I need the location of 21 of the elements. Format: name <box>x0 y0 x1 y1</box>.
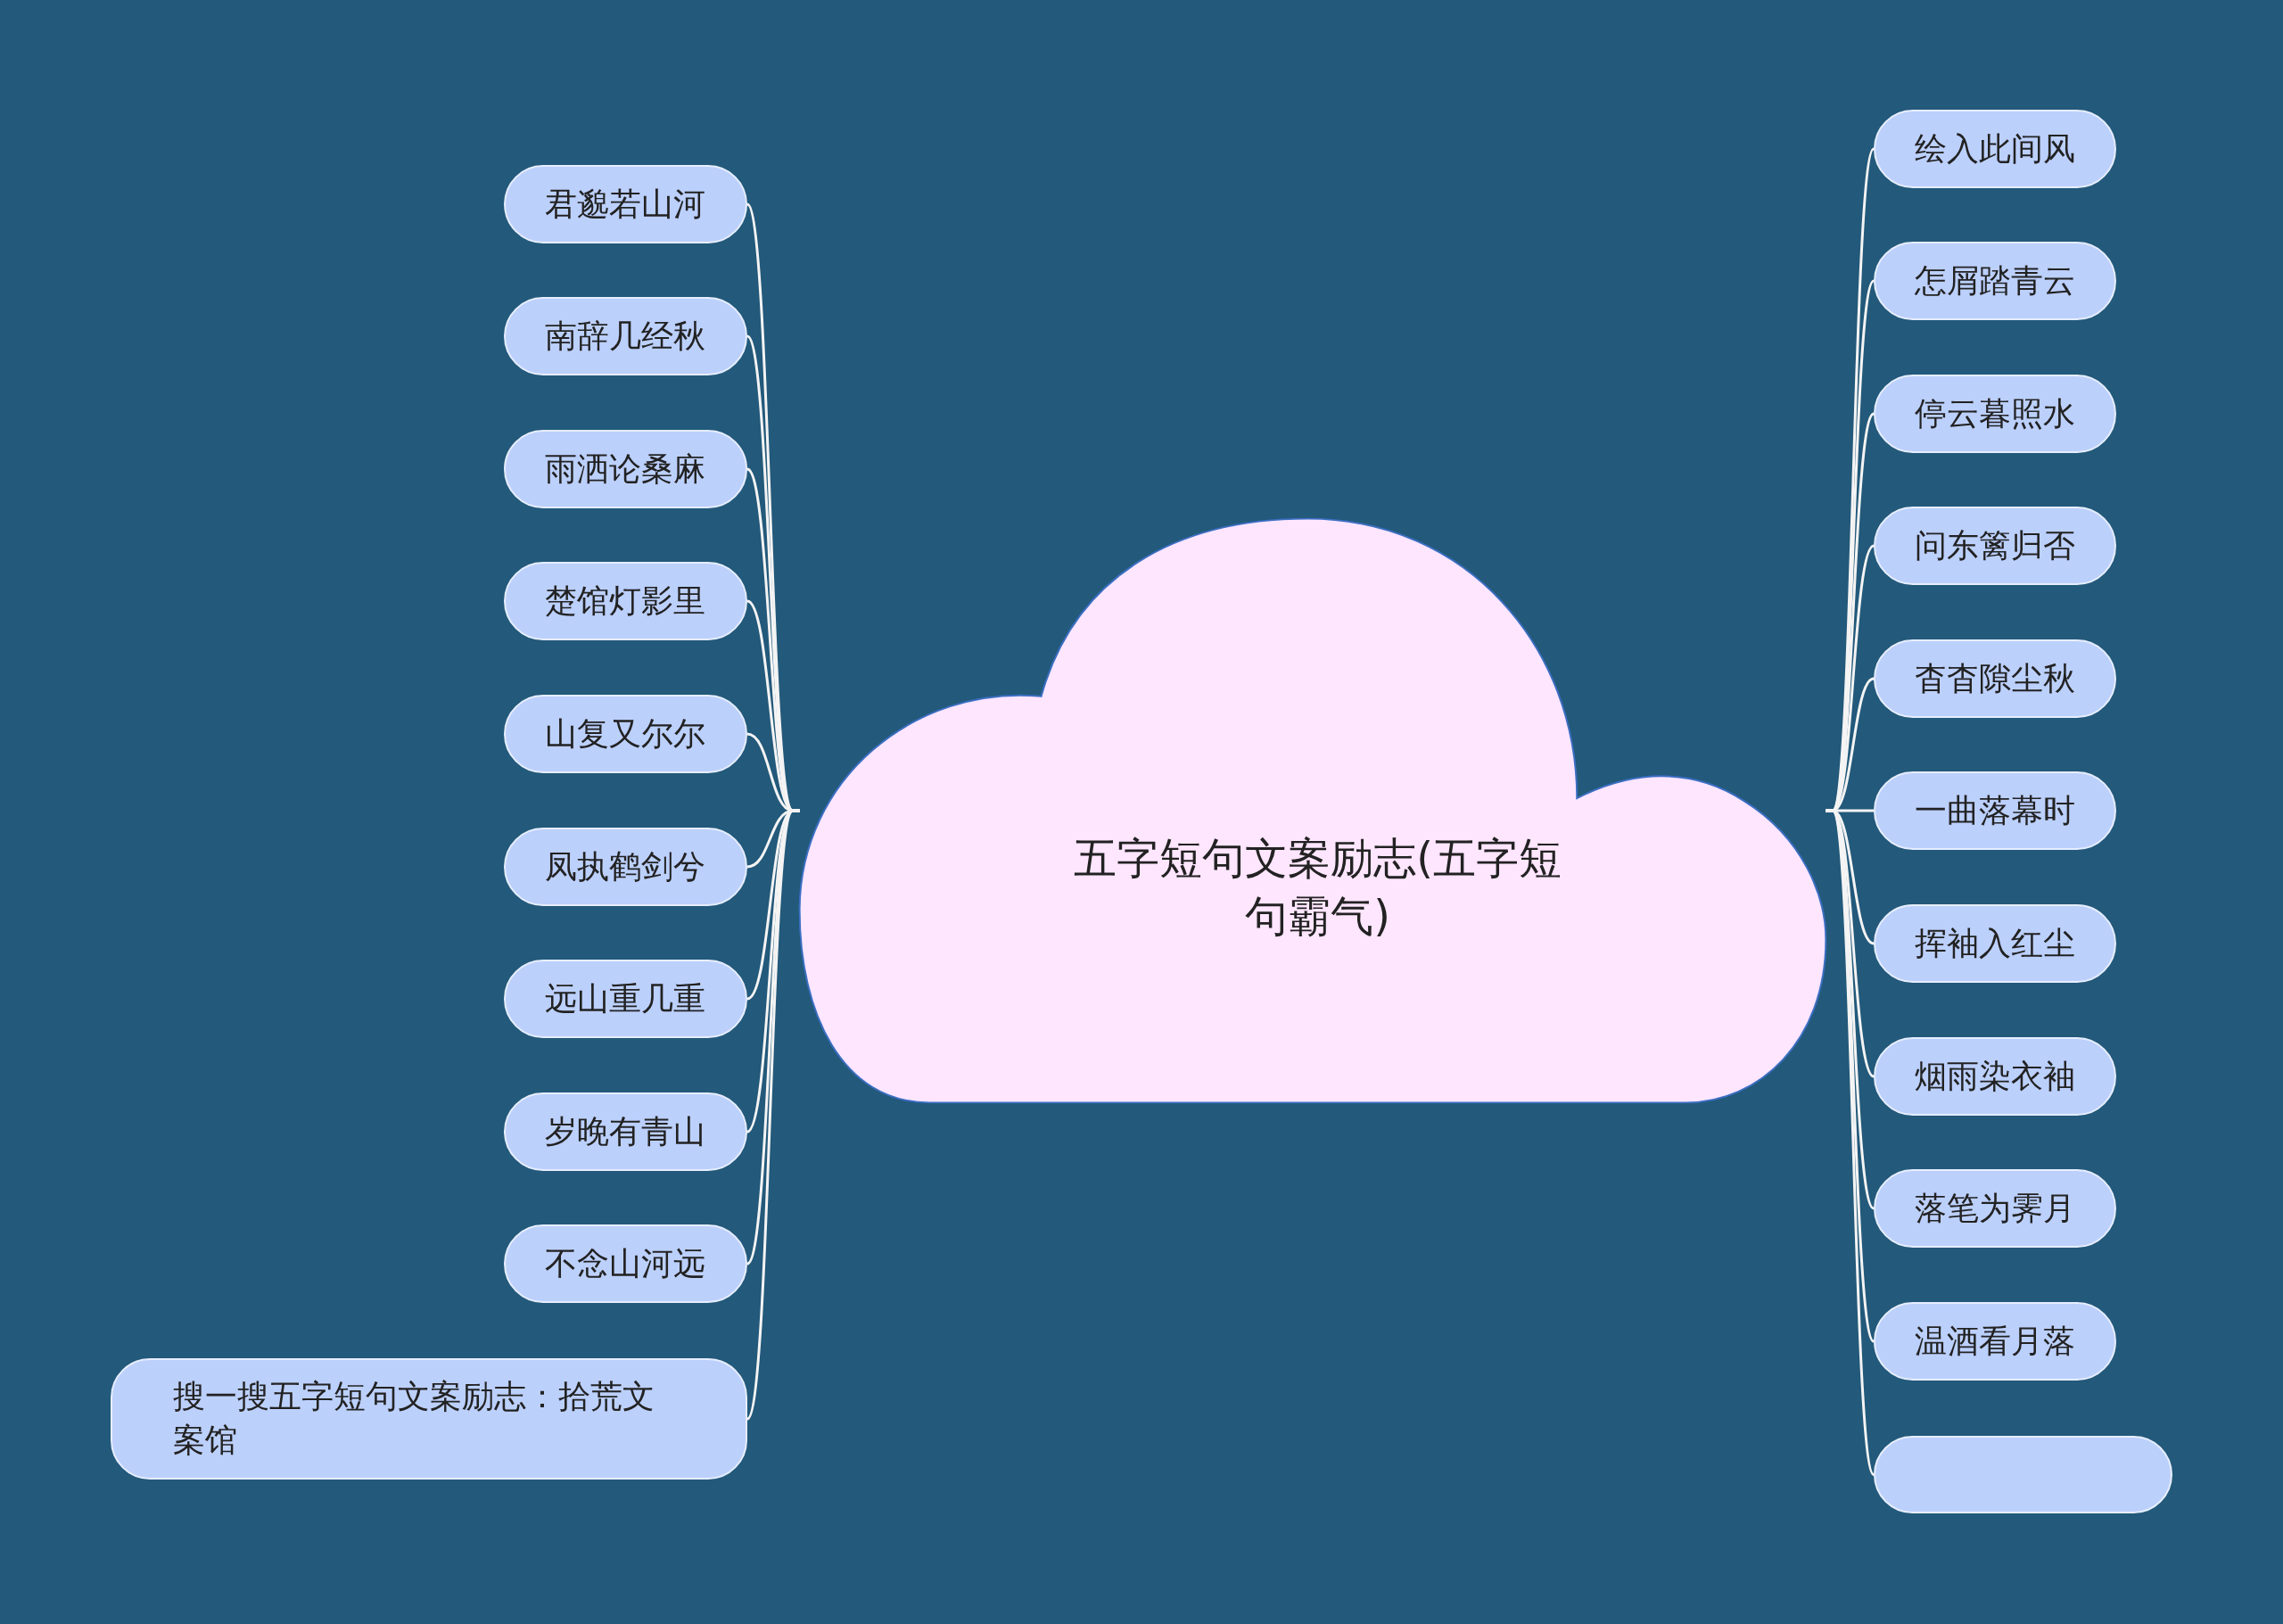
topic-box: 搜一搜五字短句文案励志：拾荒文案馆 <box>111 1358 747 1480</box>
central-topic: 五字短句文案励志(五字短句霸气) <box>1073 832 1562 943</box>
topic-box: 楚馆灯影里 <box>504 562 747 640</box>
topic-box: 挥袖入红尘 <box>1874 904 2116 983</box>
topic-box: 一曲落幕时 <box>1874 771 2116 850</box>
topic-box: 君邈若山河 <box>504 165 747 243</box>
topic-box: 岁晚有青山 <box>504 1092 747 1171</box>
topic-box: 凤执鹤剑兮 <box>504 828 747 906</box>
topic-box: 远山重几重 <box>504 960 747 1038</box>
topic-box: 烟雨染衣袖 <box>1874 1037 2116 1116</box>
topic-box: 绘入此间风 <box>1874 110 2116 188</box>
topic-box: 不念山河远 <box>504 1224 747 1303</box>
topic-box: 山复又尔尔 <box>504 695 747 773</box>
topic-box: 怎屑踏青云 <box>1874 242 2116 320</box>
topic-box: 问东篱归否 <box>1874 507 2116 585</box>
topic-box: 停云暮照水 <box>1874 375 2116 453</box>
topic-box: 落笔为霁月 <box>1874 1169 2116 1248</box>
topic-box: 南辞几经秋 <box>504 297 747 375</box>
topic-box: 雨洒论桑麻 <box>504 430 747 508</box>
topic-box: 杳杳隙尘秋 <box>1874 639 2116 718</box>
topic-box: 温酒看月落 <box>1874 1302 2116 1381</box>
